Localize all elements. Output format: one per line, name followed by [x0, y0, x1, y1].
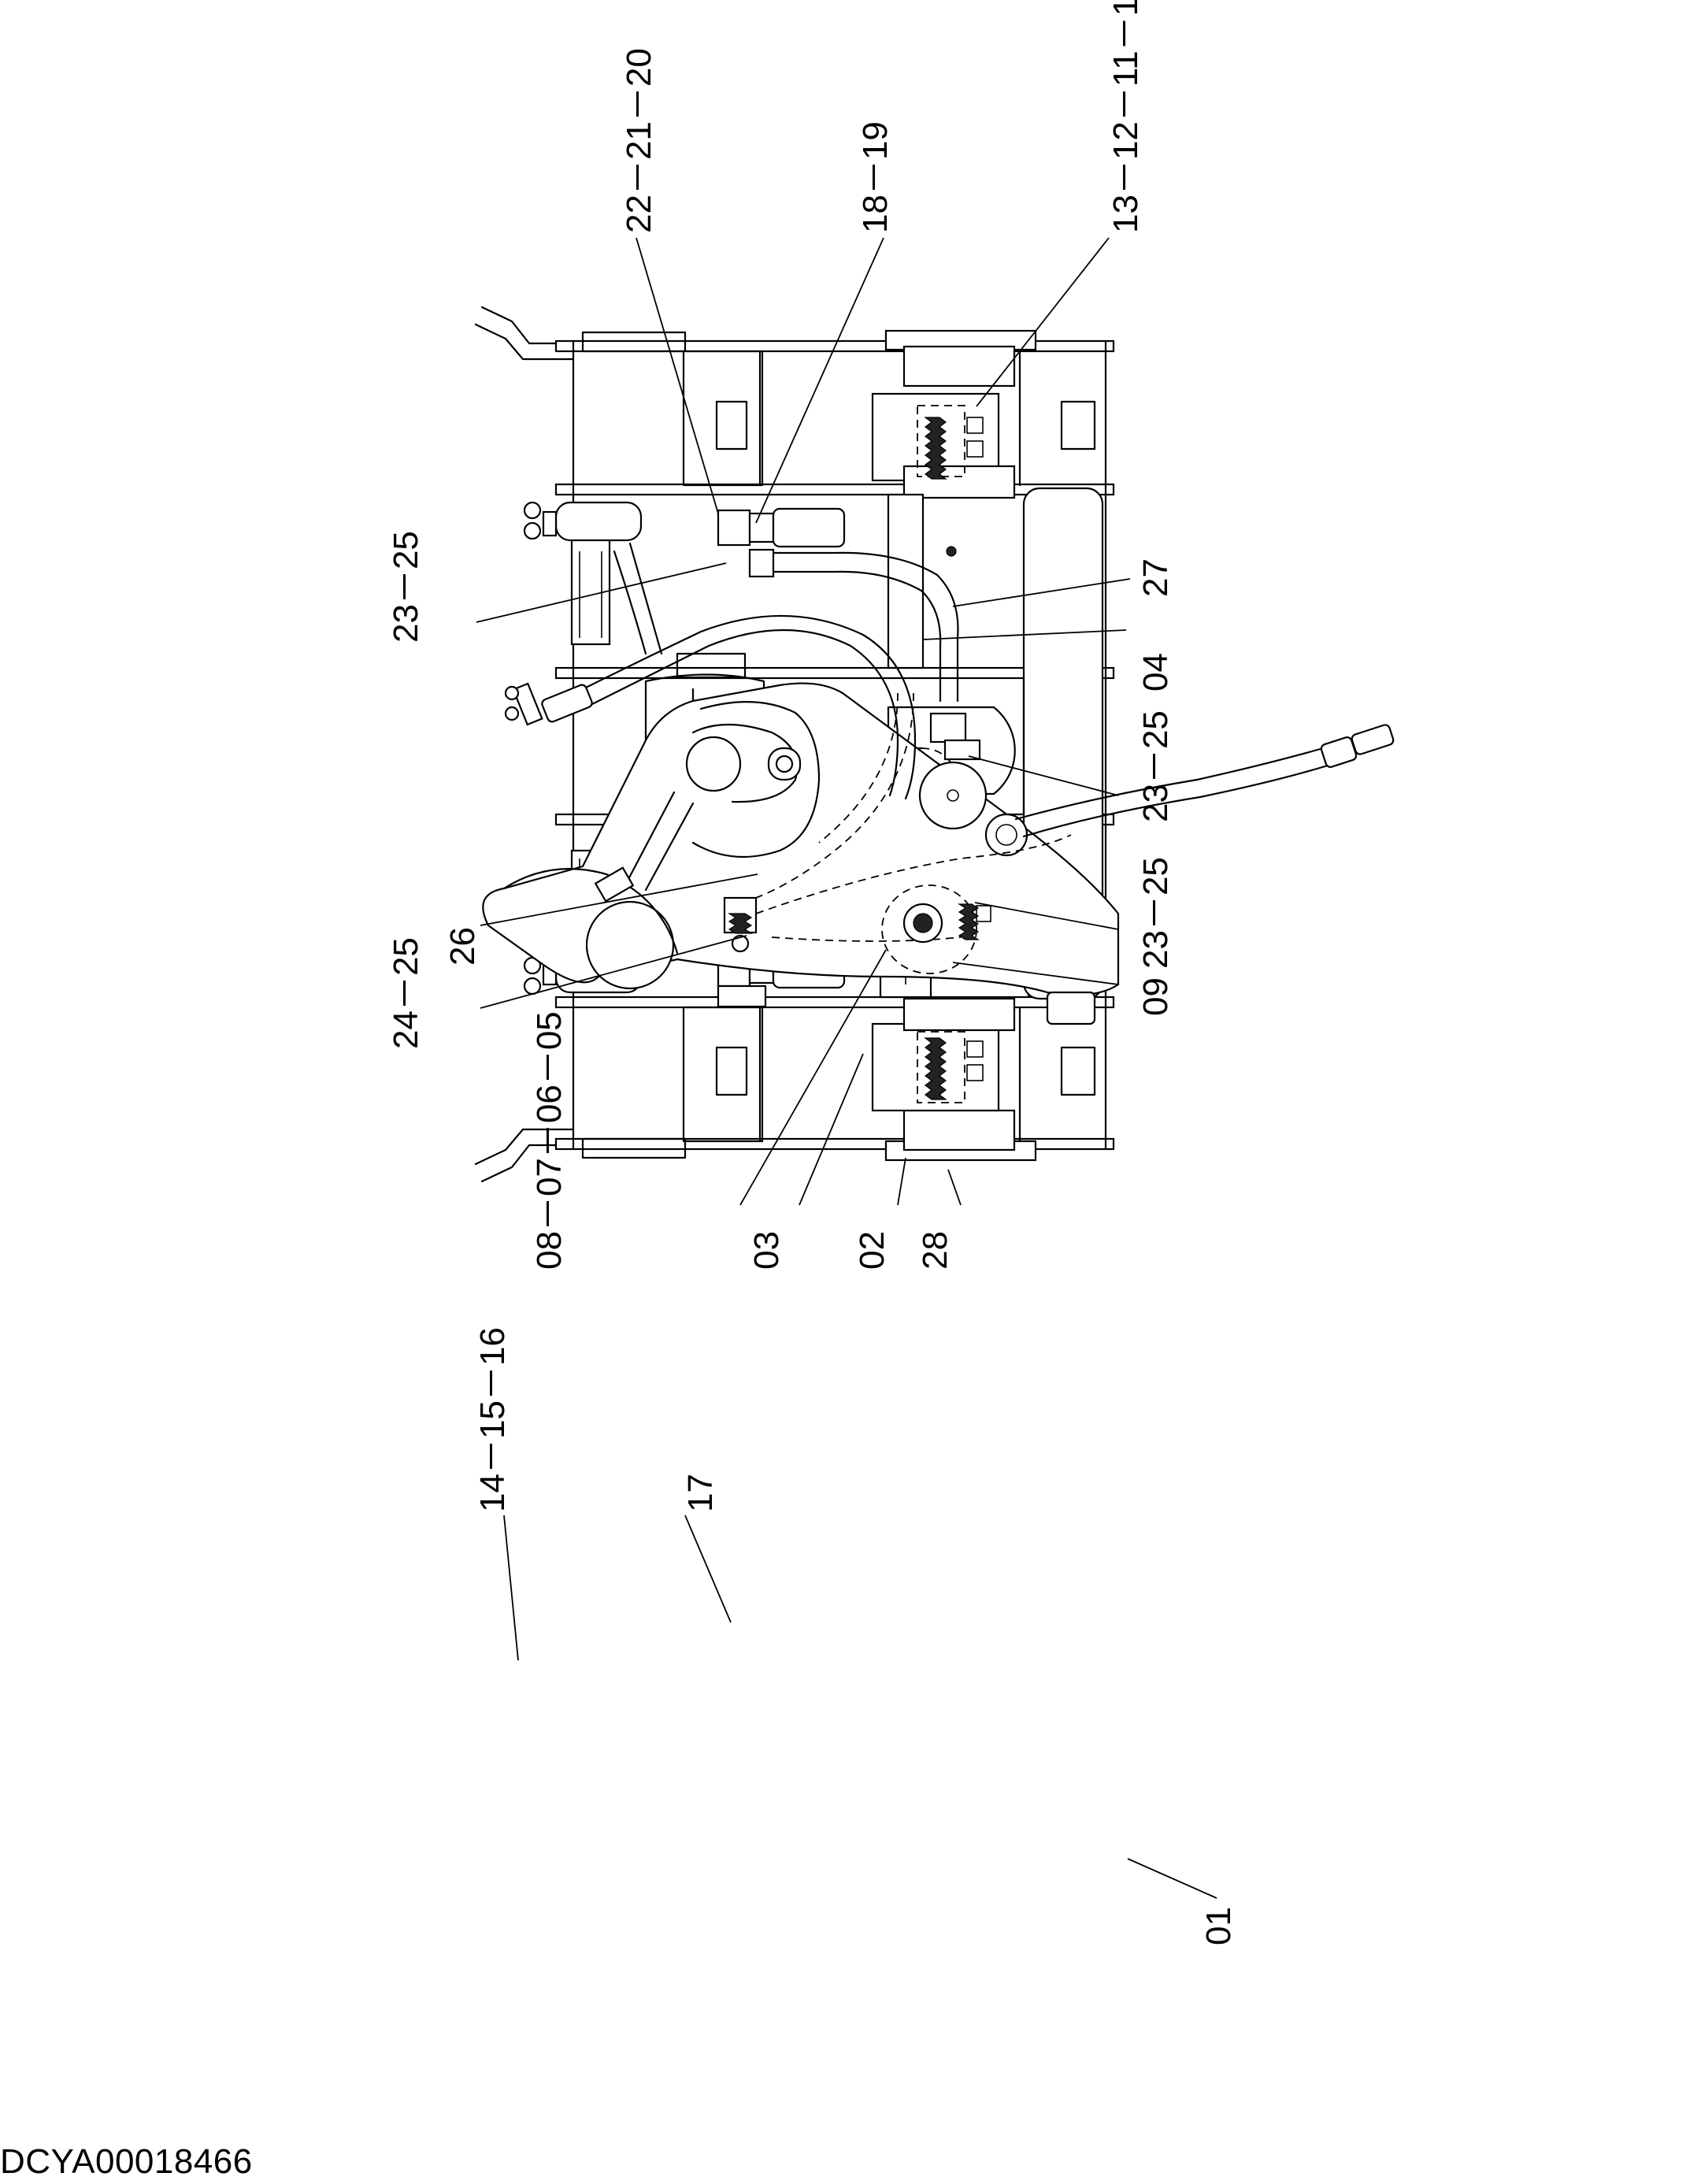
callout-01: 01	[1199, 1907, 1238, 1945]
callout-26: 26	[443, 927, 482, 966]
handle-left	[480, 306, 575, 345]
side-view-assembly	[482, 614, 1395, 1025]
cylinder-top	[523, 501, 663, 655]
handle-right	[480, 1144, 575, 1183]
hose-extension	[1014, 747, 1325, 821]
callout-24-25: 24－25	[387, 937, 425, 1049]
valve-block-top	[717, 507, 959, 703]
callout-14-15-16: 14－15－16	[473, 1327, 512, 1512]
hose-17	[581, 629, 899, 797]
callout-23-25-middle: 23－25	[1136, 710, 1175, 822]
callout-22-21-20: 22－21－20	[620, 48, 658, 233]
callout-27: 27	[1136, 558, 1175, 597]
callout-23-25-lower: 23－25	[1136, 857, 1175, 969]
callout-13-12-11-10: 13－12－11－10	[1106, 0, 1145, 233]
callout-02: 02	[853, 1231, 891, 1270]
lock-wedge-bottom	[871, 997, 1037, 1162]
callout-23-25-upper-left: 23－25	[387, 531, 425, 643]
plate-4	[554, 996, 1115, 1009]
callout-labels: 22－21－20 18－19 13－12－11－10 23－25 27 04 2…	[387, 0, 1238, 1945]
callout-17: 17	[681, 1474, 720, 1512]
callout-28: 28	[916, 1231, 954, 1270]
callout-08-07-06-05: 08－07－06－05	[530, 1011, 569, 1270]
callout-04: 04	[1136, 653, 1175, 692]
lock-wedge-top	[871, 329, 1037, 499]
document-id: DCYA00018466	[0, 2142, 253, 2181]
leader-lines	[476, 237, 1217, 1899]
cylinder-rod-04	[887, 493, 925, 669]
callout-09: 09	[1136, 977, 1175, 1016]
callout-18-19: 18－19	[856, 121, 895, 233]
callout-03: 03	[747, 1231, 786, 1270]
valve-cluster-side	[723, 896, 758, 953]
